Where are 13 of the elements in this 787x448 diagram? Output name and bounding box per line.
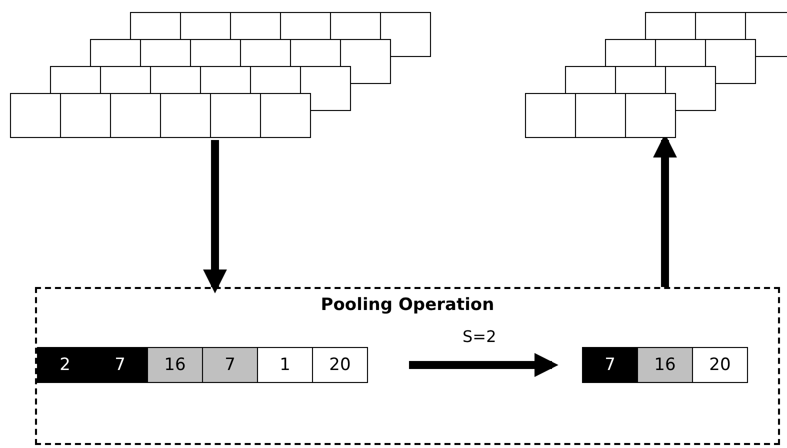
arrow <box>409 353 558 377</box>
value-cell: 7 <box>202 347 258 383</box>
dashed-group-box <box>35 287 780 445</box>
value-cell: 16 <box>147 347 203 383</box>
value-cell: 16 <box>637 347 693 383</box>
group-title: Pooling Operation <box>320 295 494 315</box>
value-cell: 2 <box>37 347 93 383</box>
arrow <box>203 140 227 294</box>
value-cell: 20 <box>312 347 368 383</box>
value-cell: 1 <box>257 347 313 383</box>
value-cell: 7 <box>582 347 638 383</box>
value-cell: 7 <box>92 347 148 383</box>
value-cell: 20 <box>692 347 748 383</box>
